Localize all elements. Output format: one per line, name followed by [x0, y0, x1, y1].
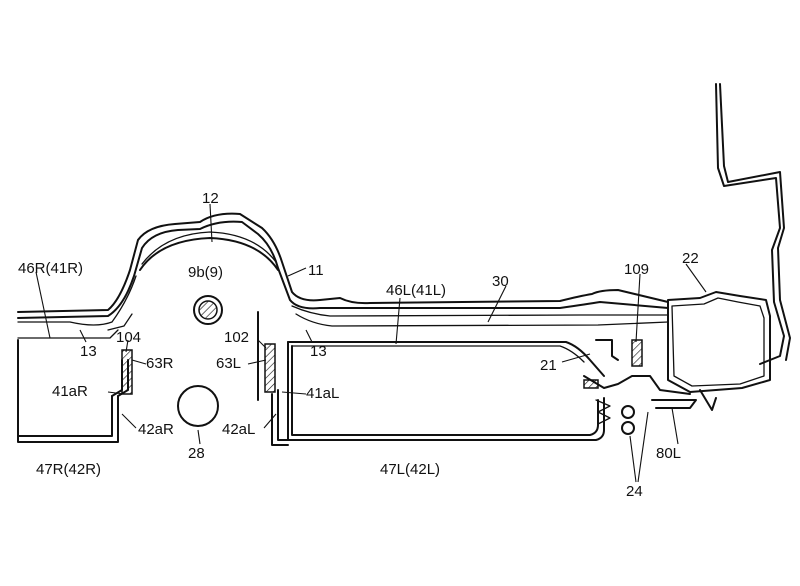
label-42aR: 42aR: [138, 421, 174, 438]
right-side-fittings: [583, 339, 697, 435]
label-28: 28: [188, 445, 205, 462]
label-42aL: 42aL: [222, 421, 255, 438]
label-13-right: 13: [80, 343, 97, 360]
label-22: 22: [682, 250, 699, 267]
label-46L: 46L(41L): [386, 282, 446, 299]
reference-labels: 12 9b(9) 11 46R(41R) 46L(41L) 30 109 22 …: [18, 190, 699, 500]
label-41aR: 41aR: [52, 383, 88, 400]
leader-lines: [35, 203, 707, 483]
label-24: 24: [626, 483, 643, 500]
label-80L: 80L: [656, 445, 681, 462]
label-47R: 47R(42R): [36, 461, 101, 478]
label-12: 12: [202, 190, 219, 207]
label-13-left: 13: [310, 343, 327, 360]
body-side-pillar: [667, 83, 791, 411]
label-41aL: 41aL: [306, 385, 339, 402]
label-104: 104: [116, 329, 141, 346]
label-63R: 63R: [146, 355, 174, 372]
label-47L: 47L(42L): [380, 461, 440, 478]
label-30: 30: [492, 273, 509, 290]
left-tank: [257, 311, 605, 446]
label-9b: 9b(9): [188, 264, 223, 281]
label-46R: 46R(41R): [18, 260, 83, 277]
label-63L: 63L: [216, 355, 241, 372]
part-28-circle: [177, 385, 219, 427]
floor-panel: [17, 212, 669, 339]
label-109: 109: [624, 261, 649, 278]
label-11: 11: [308, 262, 324, 279]
shaft-9b: [193, 295, 223, 325]
label-21: 21: [540, 357, 557, 374]
label-102: 102: [224, 329, 249, 346]
